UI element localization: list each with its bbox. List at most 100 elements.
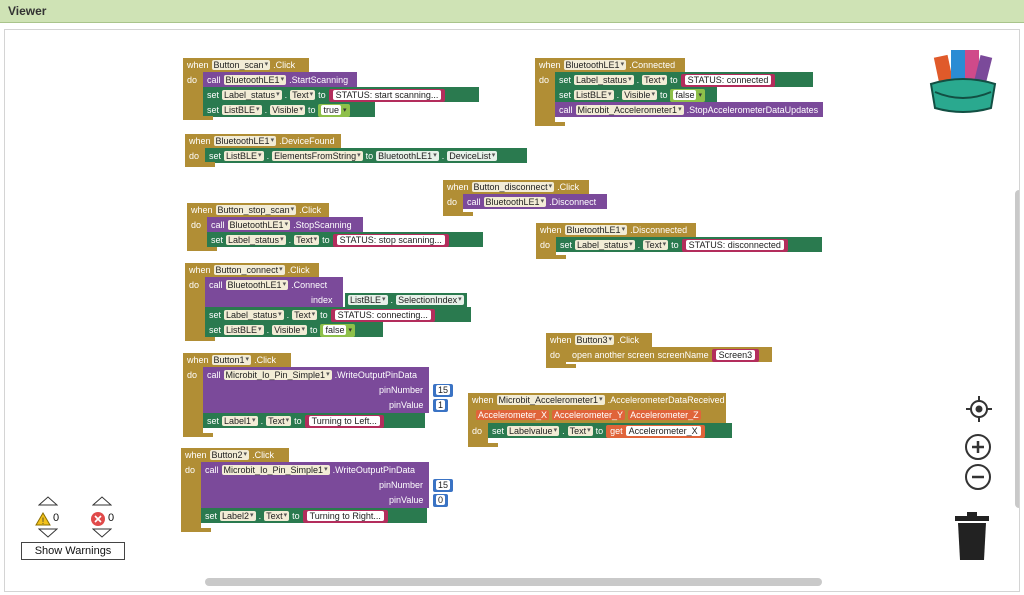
pin-value-label: pinValue bbox=[389, 400, 424, 410]
property-dropdown[interactable]: ElementsFromString▾ bbox=[272, 151, 363, 161]
text-string-block[interactable]: Turning to Left... bbox=[304, 414, 384, 428]
component-dropdown[interactable]: BluetoothLE1▾ bbox=[483, 197, 547, 207]
number-block[interactable]: 15 bbox=[433, 478, 454, 492]
vertical-scrollbar[interactable] bbox=[1015, 190, 1019, 508]
component-dropdown[interactable]: Button3▾ bbox=[574, 335, 615, 345]
component-dropdown[interactable]: Microbit_Accelerometer1▾ bbox=[496, 395, 605, 405]
property-dropdown[interactable]: Text▾ bbox=[264, 511, 290, 521]
component-dropdown[interactable]: ListBLE▾ bbox=[574, 90, 614, 100]
backpack-icon[interactable] bbox=[927, 44, 999, 114]
component-dropdown[interactable]: BluetoothLE1▾ bbox=[213, 136, 277, 146]
component-dropdown[interactable]: Label_status▾ bbox=[574, 75, 634, 85]
when-keyword: when bbox=[447, 182, 469, 192]
property-dropdown[interactable]: Text▾ bbox=[292, 310, 318, 320]
component-dropdown[interactable]: Microbit_Io_Pin_Simple1▾ bbox=[223, 370, 332, 380]
param-accelerometer-y[interactable]: Accelerometer_Y bbox=[552, 410, 626, 420]
target-icon[interactable] bbox=[966, 396, 992, 422]
component-dropdown[interactable]: ListBLE▾ bbox=[222, 105, 262, 115]
index-property-dropdown[interactable]: SelectionIndex▾ bbox=[396, 295, 464, 305]
getter-property-dropdown[interactable]: DeviceList▾ bbox=[447, 151, 498, 161]
set-keyword: set bbox=[211, 235, 224, 245]
text-string-block[interactable]: STATUS: start scanning... bbox=[328, 88, 446, 102]
property-dropdown[interactable]: Visible▾ bbox=[270, 105, 305, 115]
event-label: .Click bbox=[252, 450, 275, 460]
text-string-block[interactable]: STATUS: connecting... bbox=[330, 308, 435, 322]
component-dropdown[interactable]: Button_connect▾ bbox=[213, 265, 285, 275]
number-block[interactable]: 0 bbox=[433, 493, 449, 507]
text-string-block[interactable]: STATUS: disconnected bbox=[681, 238, 788, 252]
to-keyword: to bbox=[309, 325, 318, 335]
property-dropdown[interactable]: Text▾ bbox=[567, 426, 593, 436]
property-dropdown[interactable]: Text▾ bbox=[642, 75, 668, 85]
screen-name-block[interactable]: Screen3 bbox=[711, 348, 760, 362]
component-dropdown[interactable]: BluetoothLE1▾ bbox=[225, 280, 289, 290]
horizontal-scrollbar[interactable] bbox=[205, 578, 822, 586]
zoom-in-icon[interactable] bbox=[964, 433, 992, 461]
text-string-block[interactable]: STATUS: connected bbox=[680, 73, 776, 87]
component-dropdown[interactable]: Microbit_Accelerometer1▾ bbox=[575, 105, 684, 115]
zoom-out-icon[interactable] bbox=[964, 463, 992, 491]
component-dropdown[interactable]: Button1▾ bbox=[211, 355, 252, 365]
component-dropdown[interactable]: Button_disconnect▾ bbox=[471, 182, 555, 192]
param-accelerometer-x[interactable]: Accelerometer_X bbox=[476, 410, 550, 420]
number-block[interactable]: 15 bbox=[433, 383, 454, 397]
component-dropdown[interactable]: Label_status▾ bbox=[575, 240, 635, 250]
param-accelerometer-z[interactable]: Accelerometer_Z bbox=[628, 410, 701, 420]
component-dropdown[interactable]: Label_status▾ bbox=[224, 310, 284, 320]
property-dropdown[interactable]: Visible▾ bbox=[272, 325, 307, 335]
event-label: .Click bbox=[617, 335, 640, 345]
component-dropdown[interactable]: Label1▾ bbox=[222, 416, 258, 426]
chevron-down-icon[interactable] bbox=[92, 528, 112, 538]
text-string-block[interactable]: STATUS: stop scanning... bbox=[332, 233, 449, 247]
property-dropdown[interactable]: Visible▾ bbox=[622, 90, 657, 100]
component-dropdown[interactable]: BluetoothLE1▾ bbox=[223, 75, 287, 85]
component-dropdown[interactable]: BluetoothLE1▾ bbox=[227, 220, 291, 230]
component-dropdown[interactable]: Label2▾ bbox=[220, 511, 256, 521]
logic-block[interactable]: true▾ bbox=[318, 103, 350, 117]
getter-component-dropdown[interactable]: BluetoothLE1▾ bbox=[376, 151, 439, 161]
to-keyword: to bbox=[365, 151, 374, 161]
index-component-dropdown[interactable]: ListBLE▾ bbox=[348, 295, 388, 305]
warning-indicator: ! 0 bbox=[35, 496, 65, 540]
chevron-up-icon[interactable] bbox=[38, 496, 58, 506]
component-dropdown[interactable]: Button_stop_scan▾ bbox=[215, 205, 297, 215]
component-dropdown[interactable]: Button_scan▾ bbox=[211, 60, 271, 70]
trash-icon[interactable] bbox=[953, 512, 991, 562]
component-dropdown[interactable]: Label_status▾ bbox=[222, 90, 282, 100]
to-keyword: to bbox=[595, 426, 604, 436]
property-dropdown[interactable]: Text▾ bbox=[643, 240, 669, 250]
component-dropdown[interactable]: Button2▾ bbox=[209, 450, 250, 460]
chevron-up-icon[interactable] bbox=[92, 496, 112, 506]
number-block[interactable]: 1 bbox=[433, 398, 449, 412]
component-dropdown[interactable]: Label_status▾ bbox=[226, 235, 286, 245]
when-keyword: when bbox=[540, 225, 562, 235]
show-warnings-button[interactable]: Show Warnings bbox=[21, 542, 125, 560]
property-dropdown[interactable]: Text▾ bbox=[294, 235, 320, 245]
component-dropdown[interactable]: ListBLE▾ bbox=[224, 325, 264, 335]
logic-block[interactable]: false▾ bbox=[670, 88, 705, 102]
component-dropdown[interactable]: BluetoothLE1▾ bbox=[564, 225, 628, 235]
component-dropdown[interactable]: ListBLE▾ bbox=[224, 151, 264, 161]
property-dropdown[interactable]: Text▾ bbox=[290, 90, 316, 100]
do-keyword: do bbox=[550, 350, 561, 360]
chevron-down-icon[interactable] bbox=[38, 528, 58, 538]
property-dropdown[interactable]: Text▾ bbox=[266, 416, 292, 426]
component-dropdown[interactable]: Labelvalue▾ bbox=[507, 426, 560, 436]
component-dropdown[interactable]: BluetoothLE1▾ bbox=[563, 60, 627, 70]
logic-block[interactable]: false▾ bbox=[320, 323, 355, 337]
text-string-block[interactable]: Turning to Right... bbox=[302, 509, 388, 523]
component-dropdown[interactable]: Microbit_Io_Pin_Simple1▾ bbox=[221, 465, 330, 475]
